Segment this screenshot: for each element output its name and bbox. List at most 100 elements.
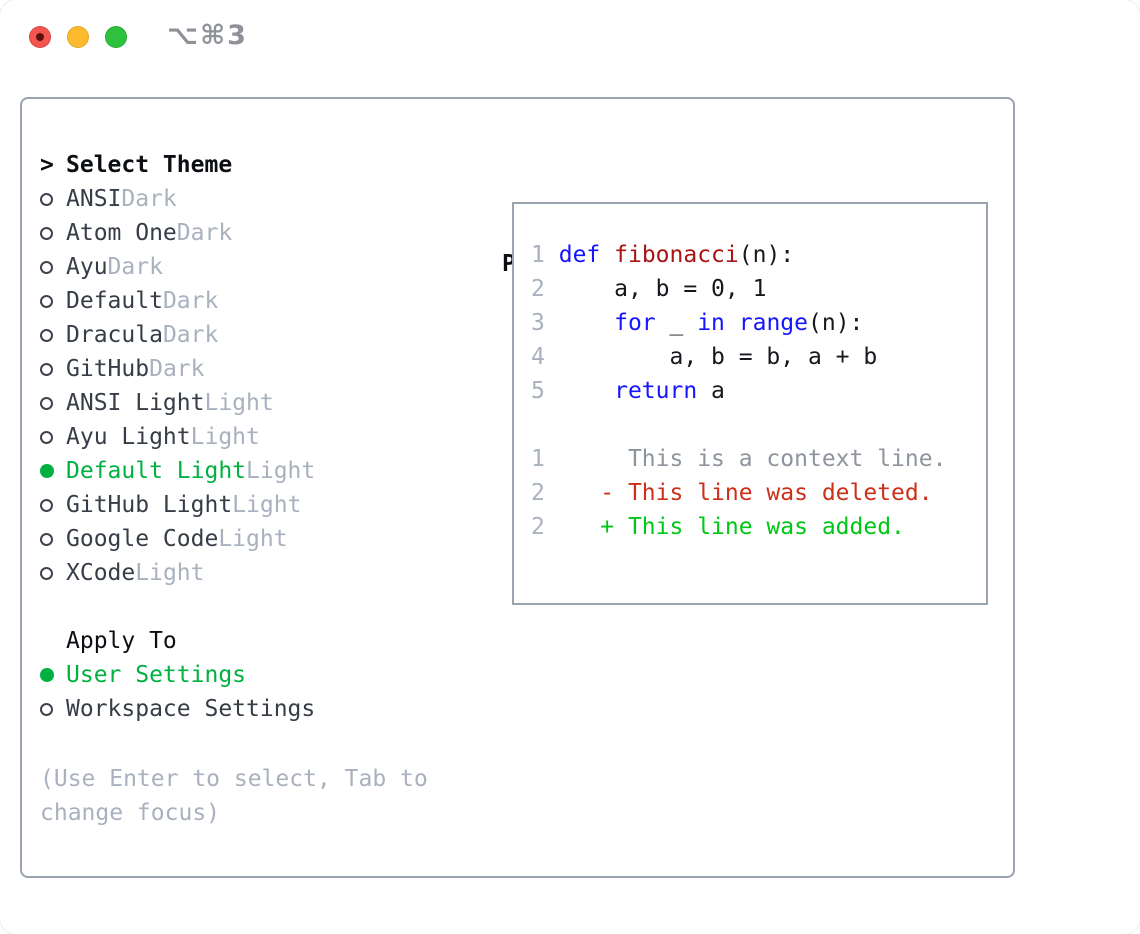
option-variant-tag: Light: [232, 492, 302, 518]
option-label: Default: [66, 288, 163, 314]
radio-icon: [40, 362, 53, 376]
radio-icon: [40, 396, 53, 410]
theme-option-google-code-light[interactable]: Google Code Light: [40, 522, 315, 556]
radio-icon: [40, 668, 54, 682]
option-label: Workspace Settings: [66, 696, 316, 722]
line-number: 1: [531, 446, 545, 472]
option-variant-tag: Dark: [121, 186, 177, 212]
theme-option-github-light-light[interactable]: GitHub Light Light: [40, 488, 315, 522]
radio-marker: [40, 226, 66, 240]
theme-option-default-dark[interactable]: Default Dark: [40, 284, 315, 318]
code-segment-fn: fibonacci: [614, 242, 739, 268]
option-label: XCode: [66, 560, 136, 586]
code-segment: [600, 242, 614, 268]
minimize-button[interactable]: [67, 26, 89, 48]
code-segment: (n):: [738, 242, 795, 268]
window-title: ⌥⌘3: [167, 20, 248, 51]
apply-to-header: Apply To: [40, 624, 315, 658]
radio-icon: [40, 566, 53, 580]
option-variant-tag: Dark: [162, 288, 219, 314]
option-label: Atom One: [66, 220, 177, 246]
code-line: 2 - This line was deleted.: [531, 476, 946, 510]
option-label: Dracula: [66, 322, 163, 348]
theme-option-ayu-dark[interactable]: Ayu Dark: [40, 250, 315, 284]
code-line: 1 This is a context line.: [531, 442, 946, 476]
code-line: 1 def fibonacci(n):: [531, 238, 946, 272]
radio-marker: [40, 532, 66, 546]
radio-marker: [40, 328, 66, 342]
theme-options: ANSI Dark Atom One Dark Ayu Dark Default…: [40, 182, 315, 590]
code-segment: (n):: [808, 310, 864, 336]
radio-icon: [40, 328, 53, 342]
line-number: 4: [531, 344, 545, 370]
theme-option-dracula-dark[interactable]: Dracula Dark: [40, 318, 315, 352]
option-variant-tag: Dark: [149, 356, 205, 382]
code-segment: [559, 310, 614, 336]
option-variant-tag: Light: [246, 458, 316, 484]
code-segment: [559, 378, 614, 404]
theme-option-github-dark[interactable]: GitHub Dark: [40, 352, 315, 386]
code-segment: a: [697, 378, 725, 404]
apply-option-user-settings[interactable]: User Settings: [40, 658, 315, 692]
radio-marker: [40, 430, 66, 444]
option-label: Google Code: [66, 526, 219, 552]
code-segment-kw: range: [738, 310, 809, 336]
option-label: GitHub Light: [66, 492, 233, 518]
line-number: 3: [531, 310, 545, 336]
focus-caret-icon: >: [40, 152, 54, 178]
line-number: 2: [531, 514, 545, 540]
radio-icon: [40, 498, 53, 512]
theme-option-ansi-dark[interactable]: ANSI Dark: [40, 182, 315, 216]
code-segment: a, b = 0, 1: [558, 276, 767, 302]
code-segment: a, b = b, a + b: [558, 344, 878, 370]
theme-option-ansi-light-light[interactable]: ANSI Light Light: [40, 386, 315, 420]
theme-option-xcode-light[interactable]: XCode Light: [40, 556, 315, 590]
radio-icon: [40, 464, 54, 478]
code-segment-ctx: This is a context line.: [558, 446, 947, 472]
code-segment: _: [655, 310, 698, 336]
option-variant-tag: Dark: [176, 220, 233, 246]
code-line: 4 a, b = b, a + b: [531, 340, 946, 374]
spacer: [40, 590, 315, 624]
theme-selector-panel: > Select Theme ANSI Dark Atom One Dark A…: [20, 97, 1015, 878]
radio-icon: [40, 294, 53, 308]
code-line: 5 return a: [531, 374, 946, 408]
radio-icon: [40, 260, 53, 274]
code-line: 3 for _ in range(n):: [531, 306, 946, 340]
radio-marker: [40, 362, 66, 376]
theme-option-default-light-light[interactable]: Default Light Light: [40, 454, 315, 488]
radio-icon: [40, 226, 53, 240]
apply-option-workspace-settings[interactable]: Workspace Settings: [40, 692, 315, 726]
radio-marker: [40, 294, 66, 308]
code-segment: [725, 310, 739, 336]
code-segment-kw: in: [697, 310, 725, 336]
option-label: ANSI: [66, 186, 122, 212]
line-number: 5: [531, 378, 545, 404]
theme-option-ayu-light-light[interactable]: Ayu Light Light: [40, 420, 315, 454]
code-line: 2 a, b = 0, 1: [531, 272, 946, 306]
radio-marker: [40, 192, 66, 206]
option-variant-tag: Dark: [162, 322, 219, 348]
line-number: 2: [531, 276, 545, 302]
option-label: Default Light: [66, 458, 247, 484]
apply-to-header-label: Apply To: [66, 628, 177, 654]
select-theme-header: > Select Theme: [40, 148, 315, 182]
option-variant-tag: Light: [135, 560, 205, 586]
close-button[interactable]: [29, 26, 51, 48]
code-line: 2 + This line was added.: [531, 510, 946, 544]
theme-option-atom-one-dark[interactable]: Atom One Dark: [40, 216, 315, 250]
help-text: (Use Enter to select, Tab to change focu…: [40, 766, 428, 826]
option-variant-tag: Light: [190, 424, 260, 450]
code-segment-kw: for: [614, 310, 656, 336]
apply-to-options: User Settings Workspace Settings: [40, 658, 315, 726]
radio-marker: [40, 702, 66, 716]
theme-list: > Select Theme ANSI Dark Atom One Dark A…: [40, 148, 315, 726]
code-segment-kw: def: [558, 242, 601, 268]
option-label: ANSI Light: [66, 390, 205, 416]
zoom-button[interactable]: [105, 26, 127, 48]
radio-icon: [40, 532, 53, 546]
code-line: [531, 408, 946, 442]
